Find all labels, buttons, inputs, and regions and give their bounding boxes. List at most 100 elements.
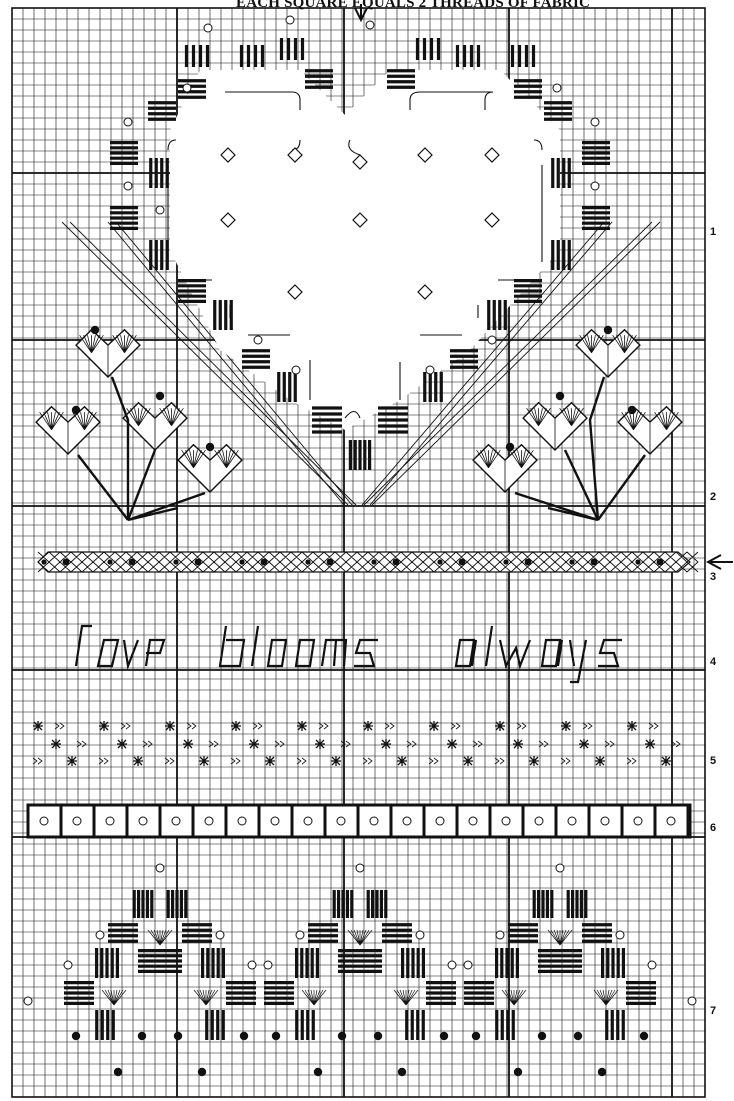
french-knot	[240, 1032, 248, 1040]
french-knot	[156, 392, 164, 400]
french-knot	[305, 559, 310, 564]
eyelet-circle	[464, 961, 472, 969]
star-stitch	[51, 739, 61, 749]
eyelet-circle	[469, 817, 477, 825]
eyelet-circle	[205, 817, 213, 825]
french-knot	[327, 559, 334, 566]
french-knot	[129, 559, 136, 566]
eyelet-circle	[286, 16, 294, 24]
french-knot	[556, 392, 564, 400]
eyelet-circle	[370, 817, 378, 825]
french-knot	[338, 1032, 346, 1040]
row-label-2: 2	[710, 491, 728, 503]
eyelet-circle	[183, 84, 191, 92]
eyelet-circle	[403, 817, 411, 825]
french-knot	[506, 443, 514, 451]
french-knot	[173, 559, 178, 564]
eyelet-circle	[688, 997, 696, 1005]
star-stitch	[381, 739, 391, 749]
french-knot	[374, 1032, 382, 1040]
eyelet-circle	[591, 118, 599, 126]
star-stitch	[249, 739, 259, 749]
star-stitch	[447, 739, 457, 749]
eyelet-circle	[254, 336, 262, 344]
star-stitch	[661, 756, 671, 766]
eyelet-circle	[426, 366, 434, 374]
star-stitch	[513, 739, 523, 749]
star-stitch	[315, 739, 325, 749]
french-knot	[393, 559, 400, 566]
eyelet-circle	[40, 817, 48, 825]
french-knot	[574, 1032, 582, 1040]
french-knot	[591, 559, 598, 566]
eyelet-circle	[337, 817, 345, 825]
french-knot	[206, 443, 214, 451]
eyelet-circle	[139, 817, 147, 825]
french-knot	[569, 559, 574, 564]
eyelet-circle	[496, 931, 504, 939]
row-label-3: 3	[710, 571, 728, 583]
french-knot	[72, 406, 80, 414]
row-label-4: 4	[710, 656, 728, 668]
french-knot	[138, 1032, 146, 1040]
eyelet-circle	[502, 817, 510, 825]
french-knot	[525, 559, 532, 566]
star-stitch	[165, 721, 175, 731]
star-stitch	[265, 756, 275, 766]
french-knot	[657, 559, 664, 566]
eyelet-circle	[124, 182, 132, 190]
eyelet-circle	[488, 336, 496, 344]
eyelet-circle	[568, 817, 576, 825]
star-stitch	[463, 756, 473, 766]
star-stitch	[133, 756, 143, 766]
eyelet-circle	[156, 206, 164, 214]
diamond-border	[38, 552, 698, 572]
french-knot	[114, 1068, 122, 1076]
french-knot	[635, 559, 640, 564]
eyelet-circle	[172, 817, 180, 825]
eyelet-circle	[296, 931, 304, 939]
french-knot	[628, 406, 636, 414]
star-stitch	[579, 739, 589, 749]
eyelet-circle	[216, 931, 224, 939]
box-border	[28, 805, 690, 837]
star-stitch	[561, 721, 571, 731]
french-knot	[63, 559, 70, 566]
eyelet-circle	[553, 84, 561, 92]
star-stitch	[33, 721, 43, 731]
eyelet-circle	[24, 997, 32, 1005]
star-stitch	[183, 739, 193, 749]
star-stitch	[99, 721, 109, 731]
eyelet-circle	[448, 961, 456, 969]
french-knot	[604, 326, 612, 334]
star-stitch	[331, 756, 341, 766]
eyelet-circle	[248, 961, 256, 969]
french-knot	[398, 1068, 406, 1076]
eyelet-circle	[667, 817, 675, 825]
row-label-7: 7	[710, 1005, 728, 1017]
french-knot	[459, 559, 466, 566]
eyelet-circle	[204, 24, 212, 32]
eyelet-circle	[304, 817, 312, 825]
eyelet-circle	[416, 931, 424, 939]
eyelet-circle	[535, 817, 543, 825]
french-knot	[195, 559, 202, 566]
star-stitch	[645, 739, 655, 749]
eyelet-circle	[366, 21, 374, 29]
french-knot	[198, 1068, 206, 1076]
eyelet-circle	[436, 817, 444, 825]
row-label-5: 5	[710, 755, 728, 767]
star-stitch	[595, 756, 605, 766]
french-knot	[261, 559, 268, 566]
chart-caption: EACH SQUARE EQUALS 2 THREADS OF FABRIC	[236, 0, 734, 10]
french-knot	[440, 1032, 448, 1040]
star-stitch	[429, 721, 439, 731]
french-knot	[503, 559, 508, 564]
star-stitch	[231, 721, 241, 731]
star-stitch	[297, 721, 307, 731]
eyelet-circle	[616, 931, 624, 939]
french-knot	[514, 1068, 522, 1076]
eyelet-circle	[648, 961, 656, 969]
french-knot	[437, 559, 442, 564]
